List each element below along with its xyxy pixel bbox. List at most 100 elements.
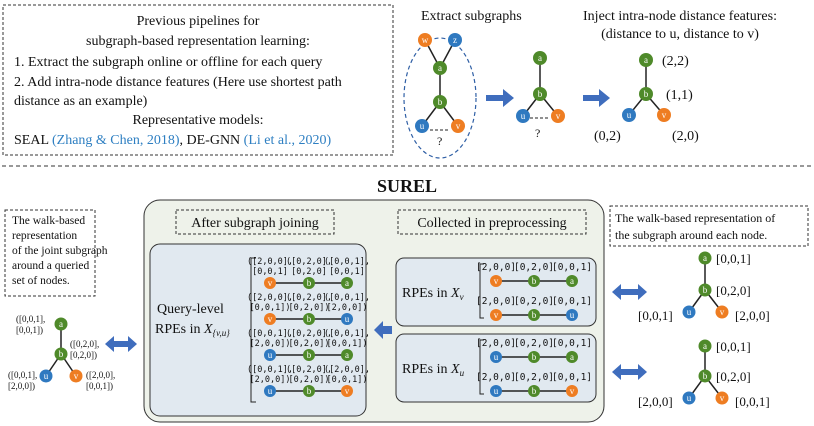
pipeline-line2: subgraph-based representation learning: <box>86 34 310 49</box>
rpe-value: [0,2,0] <box>514 262 554 273</box>
rpe-node-b: b <box>528 351 540 363</box>
svg-text:b: b <box>703 285 708 295</box>
svg-text:u: u <box>521 111 526 121</box>
rpe-value: [0,2,0] <box>514 296 554 307</box>
rpe-node-b: b <box>528 309 540 321</box>
svg-text:a: a <box>570 276 574 286</box>
svg-text:b: b <box>532 352 537 362</box>
left-note: The walk-based representation of the joi… <box>4 209 108 297</box>
rpe-u-title: RPEs in Xu <box>402 362 465 378</box>
pipeline-line5: distance as an example) <box>14 94 148 109</box>
query-cell-line2: [0,0,1]) <box>327 375 368 385</box>
feature-graph: a b u v (2,2) (1,1) (0,2) (2,0) <box>594 53 699 144</box>
svg-text:u: u <box>268 386 273 396</box>
arrow-extract <box>486 89 514 107</box>
svg-text:The walk-based: The walk-based <box>12 215 85 227</box>
rpe-value: [0,2,0] <box>514 338 554 349</box>
rpe-value: [0,0,1] <box>552 372 592 383</box>
svg-text:v: v <box>456 121 461 131</box>
surel-title: SUREL <box>377 176 437 196</box>
query-node-a: a <box>341 277 353 289</box>
svg-text:u: u <box>494 386 499 396</box>
svg-text:[0,0,1]: [0,0,1] <box>716 251 751 266</box>
rpe-v-box <box>395 257 597 327</box>
rpe-value: [2,0,0] <box>476 296 516 307</box>
svg-text:a: a <box>703 253 707 263</box>
svg-text:b: b <box>438 97 443 107</box>
svg-text:([2,0,0],: ([2,0,0], <box>86 370 115 380</box>
query-node-v: v <box>264 277 276 289</box>
svg-text:a: a <box>570 352 574 362</box>
svg-text:v: v <box>74 371 79 381</box>
right-tree-u: a b u v [0,0,1] [0,2,0] [2,0,0] [0,0,1] <box>638 339 770 409</box>
svg-text:a: a <box>644 55 648 65</box>
query-cell-line2: [0,2,0]) <box>289 375 330 385</box>
query-node-a: a <box>341 349 353 361</box>
left-joint-tree: a b u v ([0,0,1], [0,0,1]) ([0,2,0], [0,… <box>8 314 115 391</box>
pipeline-line4: 2. Add intra-node distance features (Her… <box>14 75 342 90</box>
svg-text:a: a <box>345 350 349 360</box>
arrow-inject <box>583 89 610 107</box>
double-arrow-right-top <box>612 284 647 300</box>
query-cell-line2: [0,0,1]) <box>327 339 368 349</box>
node-u: u <box>415 119 429 133</box>
query-node-b: b <box>303 277 315 289</box>
double-arrow-right-bottom <box>612 364 647 380</box>
query-cell-line2: [0,2,0]) <box>289 303 330 313</box>
svg-text:[2,0,0]: [2,0,0] <box>638 394 673 409</box>
svg-text:b: b <box>532 276 537 286</box>
query-cell-line1: ([0,0,1], <box>324 329 370 339</box>
svg-text:b: b <box>538 89 543 99</box>
svg-text:[0,0,1]: [0,0,1] <box>735 394 770 409</box>
svg-text:of the joint subgraph: of the joint subgraph <box>12 245 108 257</box>
query-row: ([0,0,1],[2,0,0])([0,2,0],[0,2,0])([2,0,… <box>247 365 370 397</box>
svg-text:u: u <box>494 352 499 362</box>
svg-text:[0,2,0]: [0,2,0] <box>716 369 751 384</box>
feat-v: (2,0) <box>672 129 699 144</box>
query-cell-line2: [0,0,1] <box>329 267 365 277</box>
query-cell-line1: ([2,0,0], <box>247 293 293 303</box>
feat-u: (0,2) <box>594 129 621 144</box>
svg-text:[0,0,1]: [0,0,1] <box>716 339 751 354</box>
query-level-title: Query-level <box>157 302 224 317</box>
query-node-b: b <box>303 313 315 325</box>
inject-title: Inject intra-node distance features: <box>583 9 777 24</box>
rpe-u-box <box>395 333 597 403</box>
collected-label: Collected in preprocessing <box>417 216 566 231</box>
svg-text:[0,2,0]): [0,2,0]) <box>70 350 97 360</box>
svg-text:The walk-based representation: The walk-based representation of <box>615 211 775 225</box>
rpe-node-v: v <box>490 275 502 287</box>
svg-text:b: b <box>644 89 649 99</box>
svg-text:b: b <box>307 350 312 360</box>
rpe-node-u: u <box>490 351 502 363</box>
svg-text:v: v <box>720 393 725 403</box>
rpe-value: [0,0,1] <box>552 296 592 307</box>
pipeline-line1: Previous pipelines for <box>137 14 260 29</box>
query-node-v: v <box>341 385 353 397</box>
svg-text:u: u <box>627 110 632 120</box>
rpe-node-u: u <box>490 385 502 397</box>
query-rows: ([2,0,0],[0,0,1]([0,2,0],[0,2,0]([0,0,1]… <box>247 257 370 397</box>
query-cell-line2: [0,2,0]) <box>289 339 330 349</box>
svg-text:?: ? <box>535 126 540 140</box>
query-cell-line1: ([0,0,1], <box>247 365 293 375</box>
pipeline-box: Previous pipelines for subgraph-based re… <box>2 4 394 156</box>
rpe-v-title: RPEs in Xv <box>402 286 464 302</box>
svg-text:[0,2,0]: [0,2,0] <box>716 283 751 298</box>
after-join-label: After subgraph joining <box>191 216 319 231</box>
arrow-join <box>374 321 392 339</box>
svg-text:around a queried: around a queried <box>12 260 90 272</box>
rpe-value: [2,0,0] <box>476 262 516 273</box>
svg-text:representation: representation <box>12 230 77 242</box>
svg-text:([0,0,1],: ([0,0,1], <box>8 370 37 380</box>
svg-text:u: u <box>687 307 692 317</box>
query-cell-line1: ([2,0,0], <box>324 365 370 375</box>
svg-text:b: b <box>59 349 64 359</box>
svg-text:[0,0,1]): [0,0,1]) <box>16 325 43 335</box>
query-node-b: b <box>303 349 315 361</box>
node-b: b <box>433 95 447 109</box>
svg-text:v: v <box>268 314 273 324</box>
